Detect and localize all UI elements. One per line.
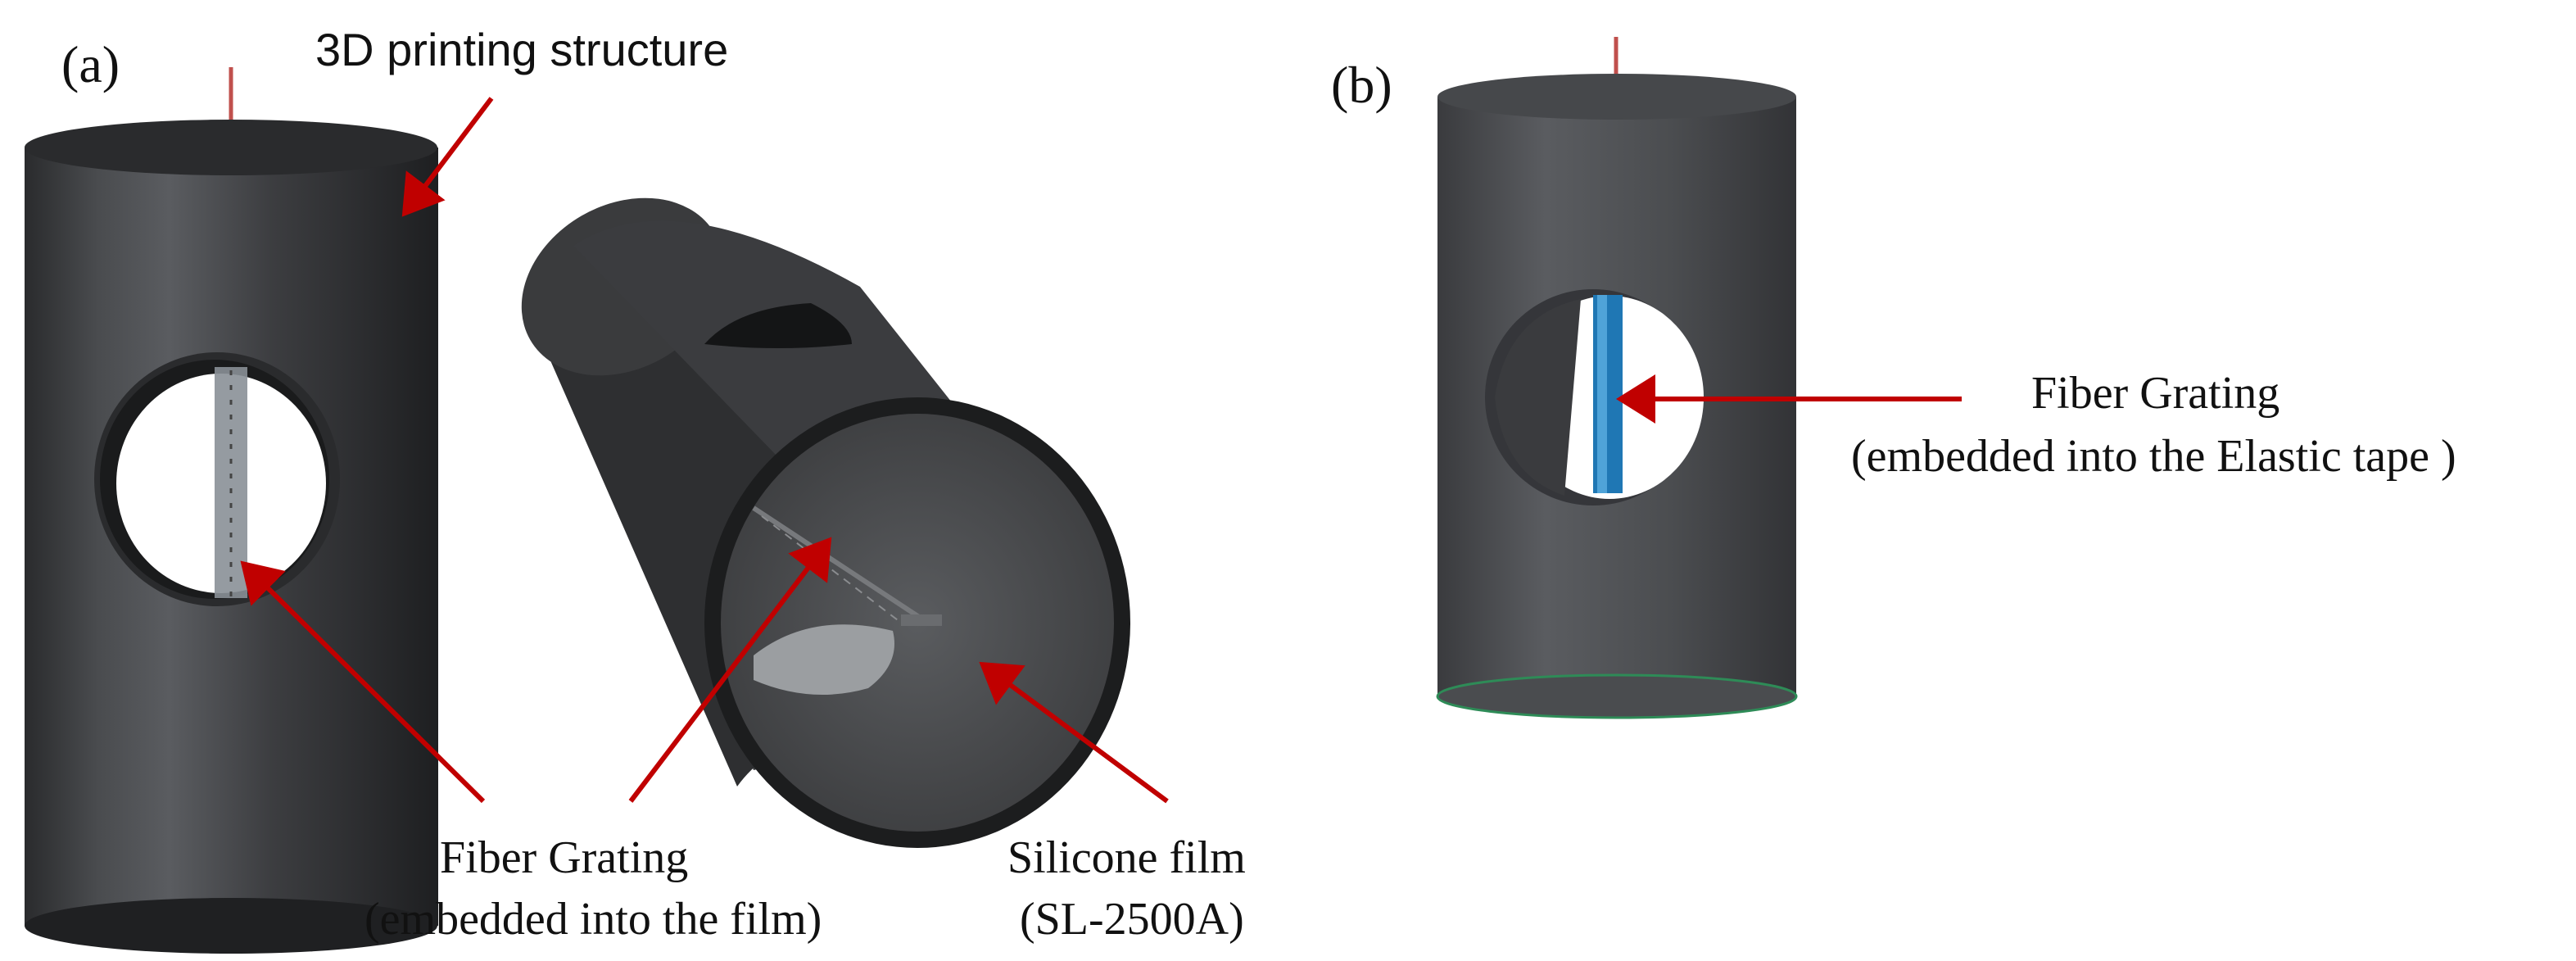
panel-b-label: (b) <box>1331 56 1392 114</box>
film-label-line2: (SL-2500A) <box>1020 894 1244 945</box>
base-rim-b <box>1436 673 1798 719</box>
printed-cylinder-a <box>25 120 438 954</box>
arrow-grating-a-right <box>628 537 832 803</box>
grating-label-a-line1: Fiber Grating <box>440 832 688 883</box>
grating-strip-a <box>215 367 247 598</box>
structure-label: 3D printing structure <box>315 24 728 75</box>
inner-grating-a <box>752 505 923 621</box>
panel-b: (b) Fiber Grating (embedded into the Ela… <box>1331 37 2456 719</box>
panel-a-label: (a) <box>61 35 120 93</box>
film-label-line1: Silicone film <box>1007 832 1246 883</box>
inner-window-a <box>754 624 894 695</box>
grating-label-a-line2: (embedded into the film) <box>364 894 822 945</box>
printed-cylinder-b <box>1436 74 1798 719</box>
arrow-structure <box>401 97 494 217</box>
top-slot-a <box>704 303 852 348</box>
grating-strip-b <box>1593 295 1623 493</box>
grating-label-b-line1: Fiber Grating <box>2031 368 2279 419</box>
arrow-grating-a-left <box>240 560 486 804</box>
tilted-cylinder-a <box>521 197 1130 848</box>
grating-label-b-line2: (embedded into the Elastic tape ) <box>1851 431 2456 482</box>
panel-a: (a) <box>25 24 1246 954</box>
arrow-film <box>979 661 1169 804</box>
